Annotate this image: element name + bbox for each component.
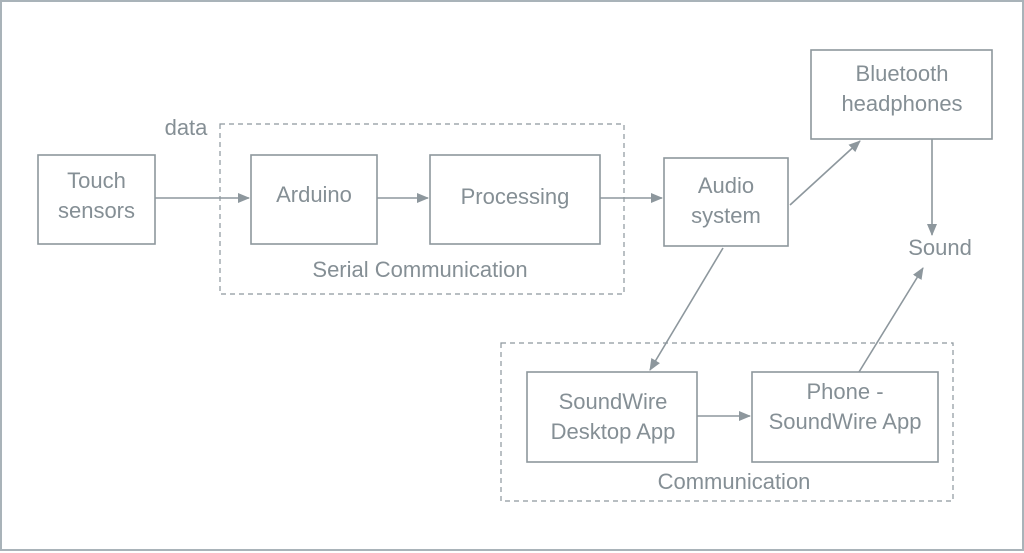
bluetooth-headphones-node [810,49,993,140]
phone-soundwire-label-line1: Phone - [806,379,883,404]
processing-label: Processing [461,184,570,209]
touch-sensors-node [37,154,156,245]
audio-system-node [663,157,789,247]
touch-sensors-label-line2: sensors [58,198,135,223]
bluetooth-label-line1: Bluetooth [856,61,949,86]
soundwire-desktop-node [526,371,698,463]
bluetooth-label-line2: headphones [841,91,962,116]
data-edge-label: data [165,115,209,140]
touch-sensors-label-line1: Touch [67,168,126,193]
phone-soundwire-label-line2: SoundWire App [769,409,922,434]
communication-group [500,342,954,502]
soundwire-desktop-label-line2: Desktop App [551,419,676,444]
serial-communication-label: Serial Communication [312,257,527,282]
audio-system-label-line2: system [691,203,761,228]
serial-communication-group [219,123,625,295]
phone-soundwire-node [751,371,939,463]
arduino-node [250,154,378,245]
processing-node [429,154,601,245]
edge-phone-to-sound [858,267,924,373]
communication-label: Communication [658,469,811,494]
soundwire-desktop-label-line1: SoundWire [559,389,668,414]
edge-audio-to-bluetooth [789,140,861,206]
edge-audio-to-desktop [649,247,724,371]
audio-system-label-line1: Audio [698,173,754,198]
arduino-label: Arduino [276,182,352,207]
sound-label: Sound [908,235,972,260]
